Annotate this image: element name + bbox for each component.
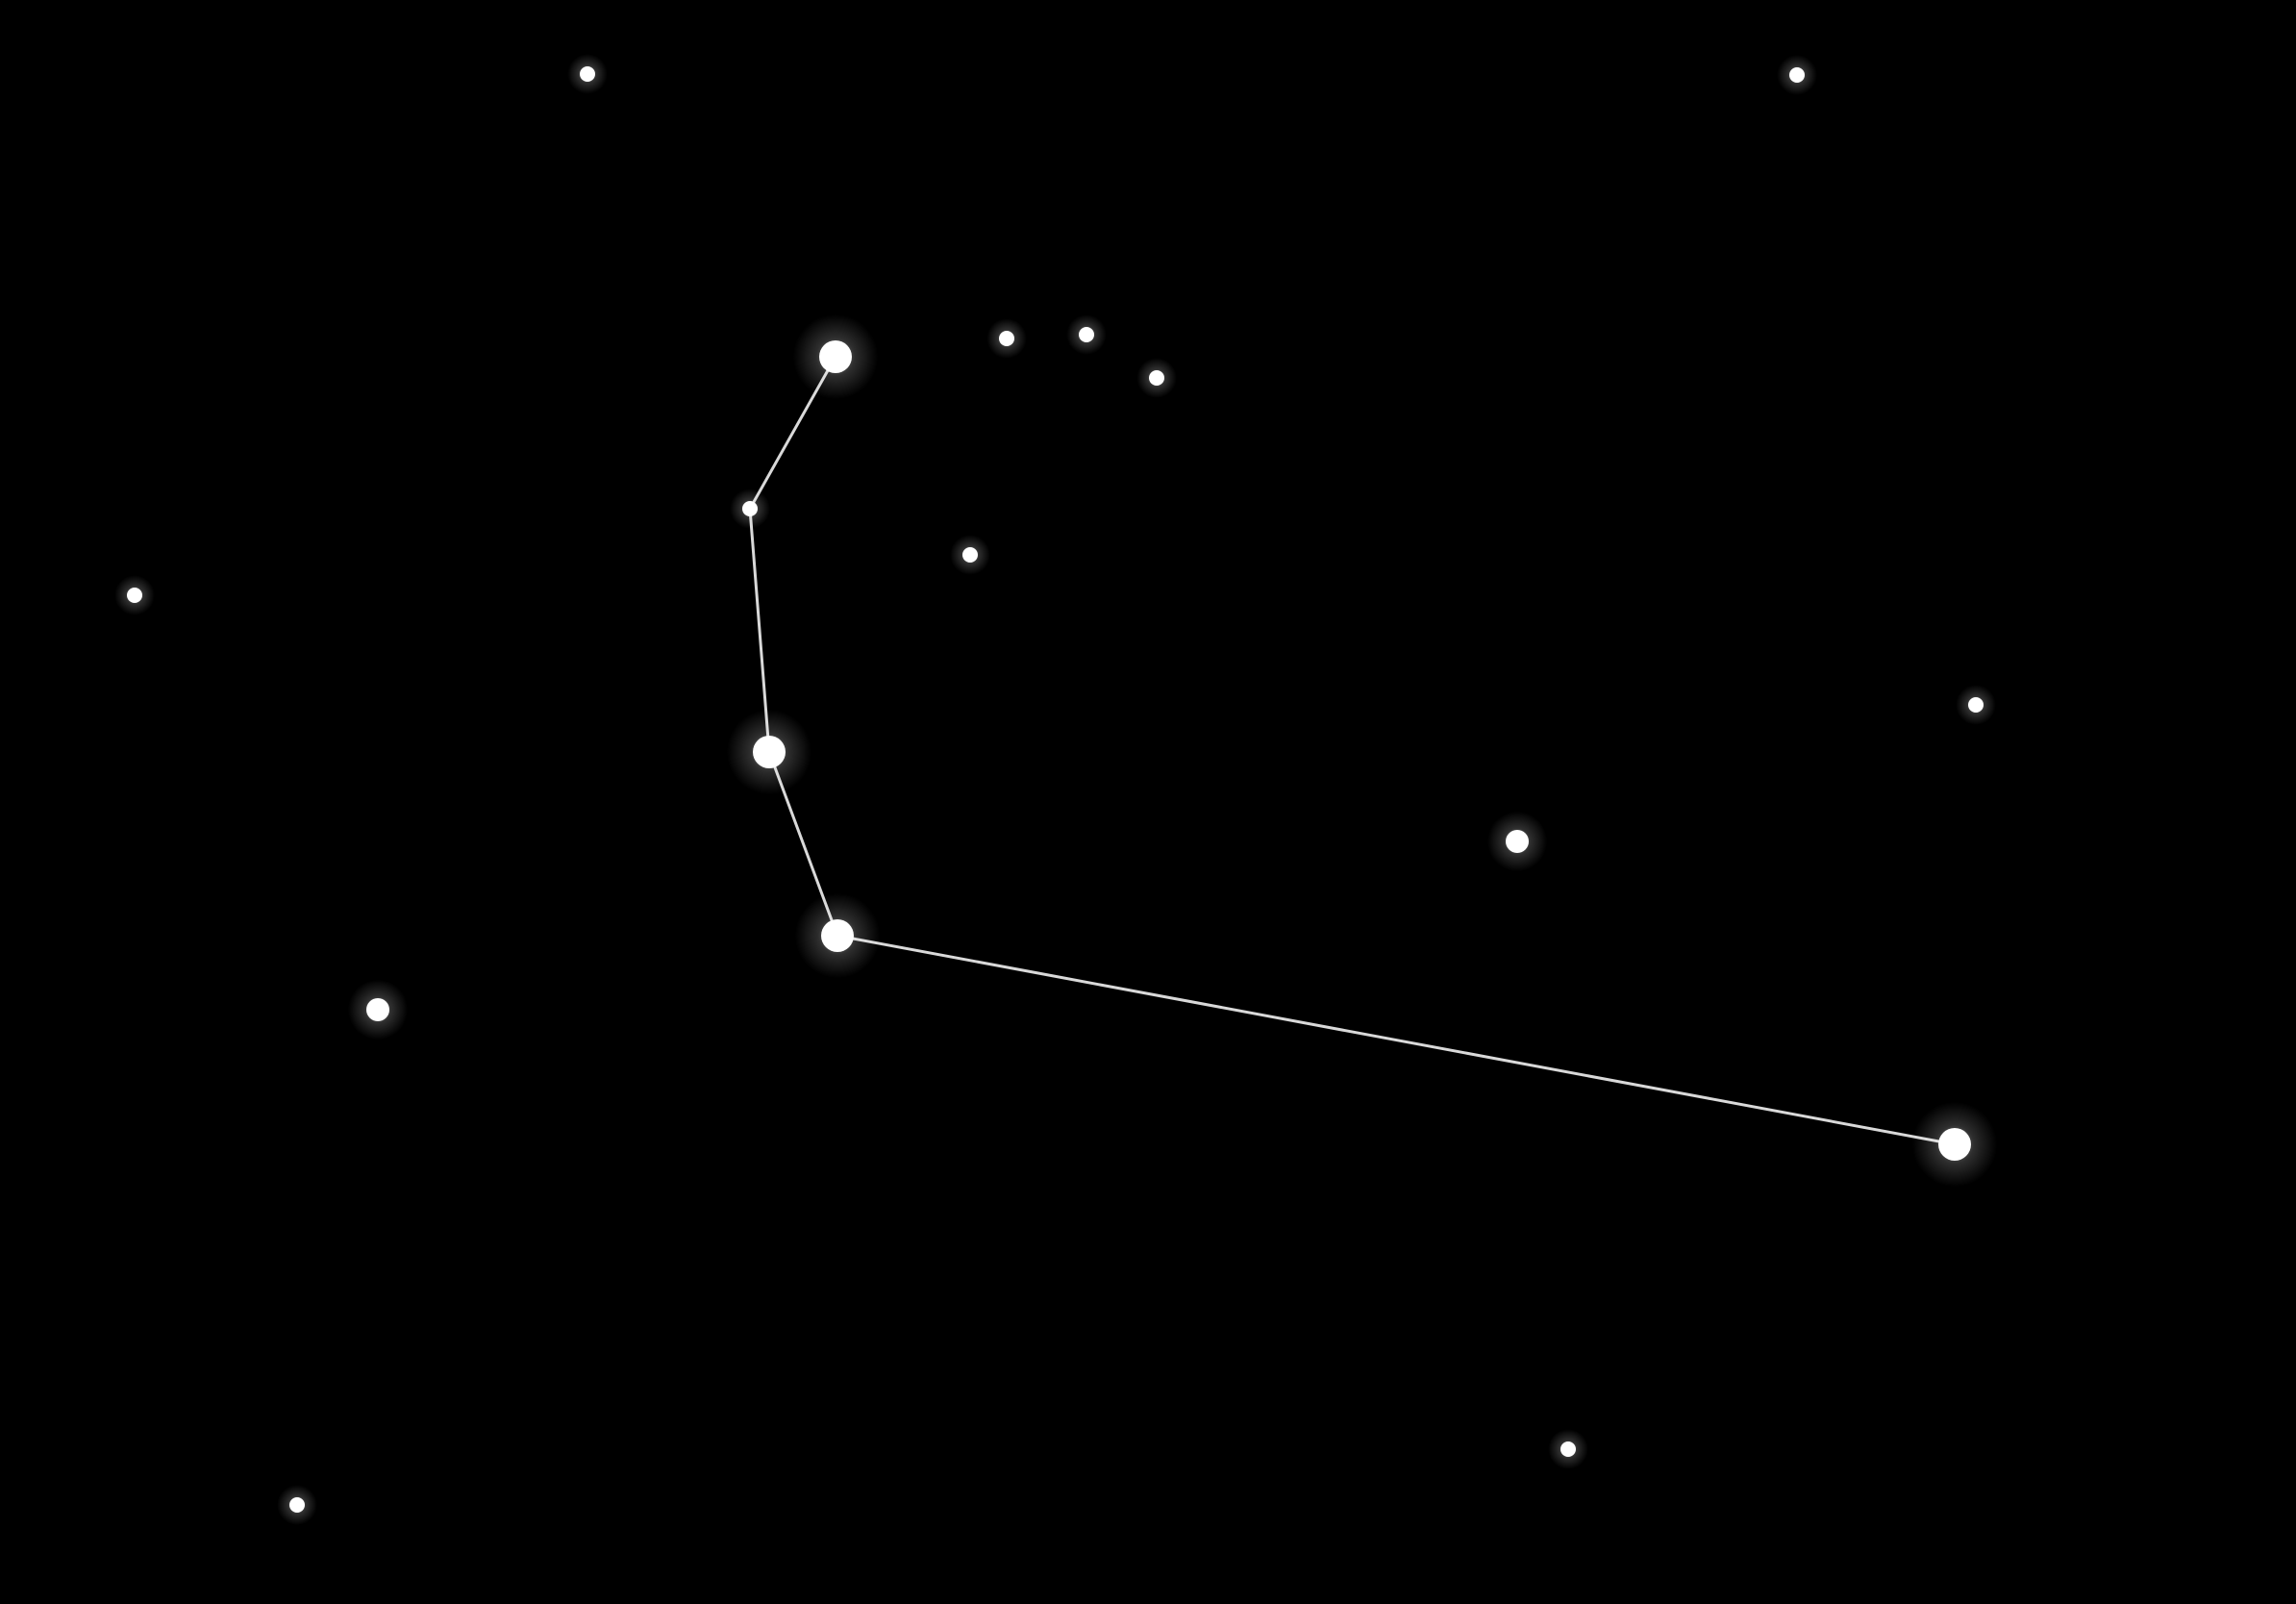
background-star[interactable] [1956,685,1996,725]
star-core [1149,370,1164,386]
background-star[interactable] [277,1485,317,1525]
constellation-lines [748,355,1957,1146]
star-core [1079,327,1094,342]
star-core [742,501,758,516]
star-core [1506,830,1529,853]
background-star[interactable] [1548,1429,1588,1469]
background-star[interactable] [1136,358,1177,398]
star-core [1968,697,1984,713]
constellation-star[interactable] [792,313,879,400]
star-core [753,736,786,768]
stars-layer [114,54,1998,1525]
background-star[interactable] [1066,314,1107,355]
star-core [962,547,978,563]
star-core [819,340,852,373]
constellation-star[interactable] [726,709,812,795]
star-core [366,998,389,1021]
constellation-line-segment [836,934,1957,1146]
constellation-star[interactable] [730,489,770,529]
background-star[interactable] [1486,811,1548,872]
background-star[interactable] [114,575,155,615]
star-core [999,331,1014,346]
star-core [127,588,142,603]
star-core [580,66,595,82]
background-star[interactable] [950,535,990,575]
star-core [1789,67,1805,83]
constellation-star[interactable] [794,892,881,979]
background-star[interactable] [567,54,608,94]
constellation-star[interactable] [1911,1101,1998,1188]
star-core [821,919,854,952]
background-star[interactable] [1777,55,1817,95]
background-star[interactable] [986,318,1027,359]
background-star[interactable] [347,979,409,1040]
star-core [289,1497,305,1513]
star-core [1938,1128,1971,1161]
star-core [1560,1441,1576,1457]
